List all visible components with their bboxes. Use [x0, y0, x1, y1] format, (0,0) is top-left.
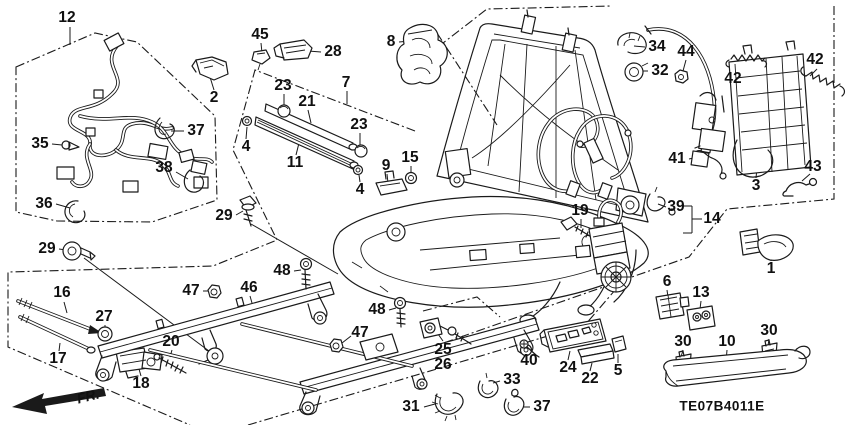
harness-connector: [122, 180, 139, 193]
bracket-9: [375, 170, 408, 196]
clip-39: [646, 186, 676, 216]
wire-harness-12: [56, 32, 214, 224]
nut-44: [674, 69, 689, 84]
rod-17: [18, 313, 96, 354]
connector-13: [686, 305, 716, 331]
recliner-actuator: [690, 91, 726, 168]
harness-connector: [56, 166, 75, 180]
harness-tape: [85, 127, 96, 137]
clip-38: [183, 160, 208, 193]
harness-connector: [178, 148, 195, 163]
sensor-25-26: [419, 317, 472, 345]
cap-5: [611, 335, 627, 353]
clip-33: [477, 372, 499, 399]
nut-4-left: [241, 115, 253, 127]
harness-connector: [147, 142, 169, 161]
rod-43: [782, 177, 818, 197]
knob-22: [577, 343, 615, 365]
nut-15: [404, 171, 418, 185]
nut-47-left: [207, 284, 222, 299]
grommet-32: [624, 62, 649, 82]
headrest-guide: [561, 32, 578, 53]
clip-37-upper: [154, 117, 175, 140]
headrest-guide: [520, 14, 537, 35]
clip-34: [617, 32, 647, 55]
clip-36: [64, 200, 86, 224]
motor-assembly-14: [574, 198, 632, 293]
bushing-23-left: [277, 104, 291, 118]
bolt-48-right: [393, 296, 407, 328]
nut-4-right: [352, 164, 364, 176]
cover-8: [396, 23, 448, 85]
screw-40: [519, 339, 540, 358]
bushing-27: [97, 326, 113, 342]
harness-connector: [103, 32, 125, 52]
seat-back-frame: [436, 9, 649, 223]
rod-41: [694, 145, 727, 180]
clip-37-bottom: [503, 388, 525, 416]
seat-rail-assembly-46: [95, 281, 540, 416]
switch-panel-24: [539, 318, 607, 353]
screw-20: [153, 353, 187, 374]
clip-45: [251, 49, 271, 71]
clip-31: [431, 392, 464, 422]
grommet-35: [61, 140, 80, 151]
cover-1: [739, 228, 794, 261]
bracket-28: [273, 39, 313, 61]
spring-42-left: [725, 54, 768, 68]
spring-42-right: [800, 66, 846, 97]
diagram-code: TE07B4011E: [679, 398, 765, 414]
fr-direction-arrow: [12, 388, 106, 414]
bushing-23-right: [354, 144, 368, 158]
side-trim-10: [663, 345, 811, 387]
nut-47-right: [329, 338, 344, 353]
harness-connector: [193, 176, 209, 189]
rod-16: [16, 297, 102, 334]
bolt-48-left: [299, 257, 313, 290]
connector-6: [655, 292, 690, 320]
lumbar-panel-3: [728, 40, 812, 178]
bolt-29: [239, 195, 257, 227]
bracket-2: [191, 56, 229, 81]
knob-29: [62, 241, 96, 261]
harness-tape: [93, 89, 104, 99]
